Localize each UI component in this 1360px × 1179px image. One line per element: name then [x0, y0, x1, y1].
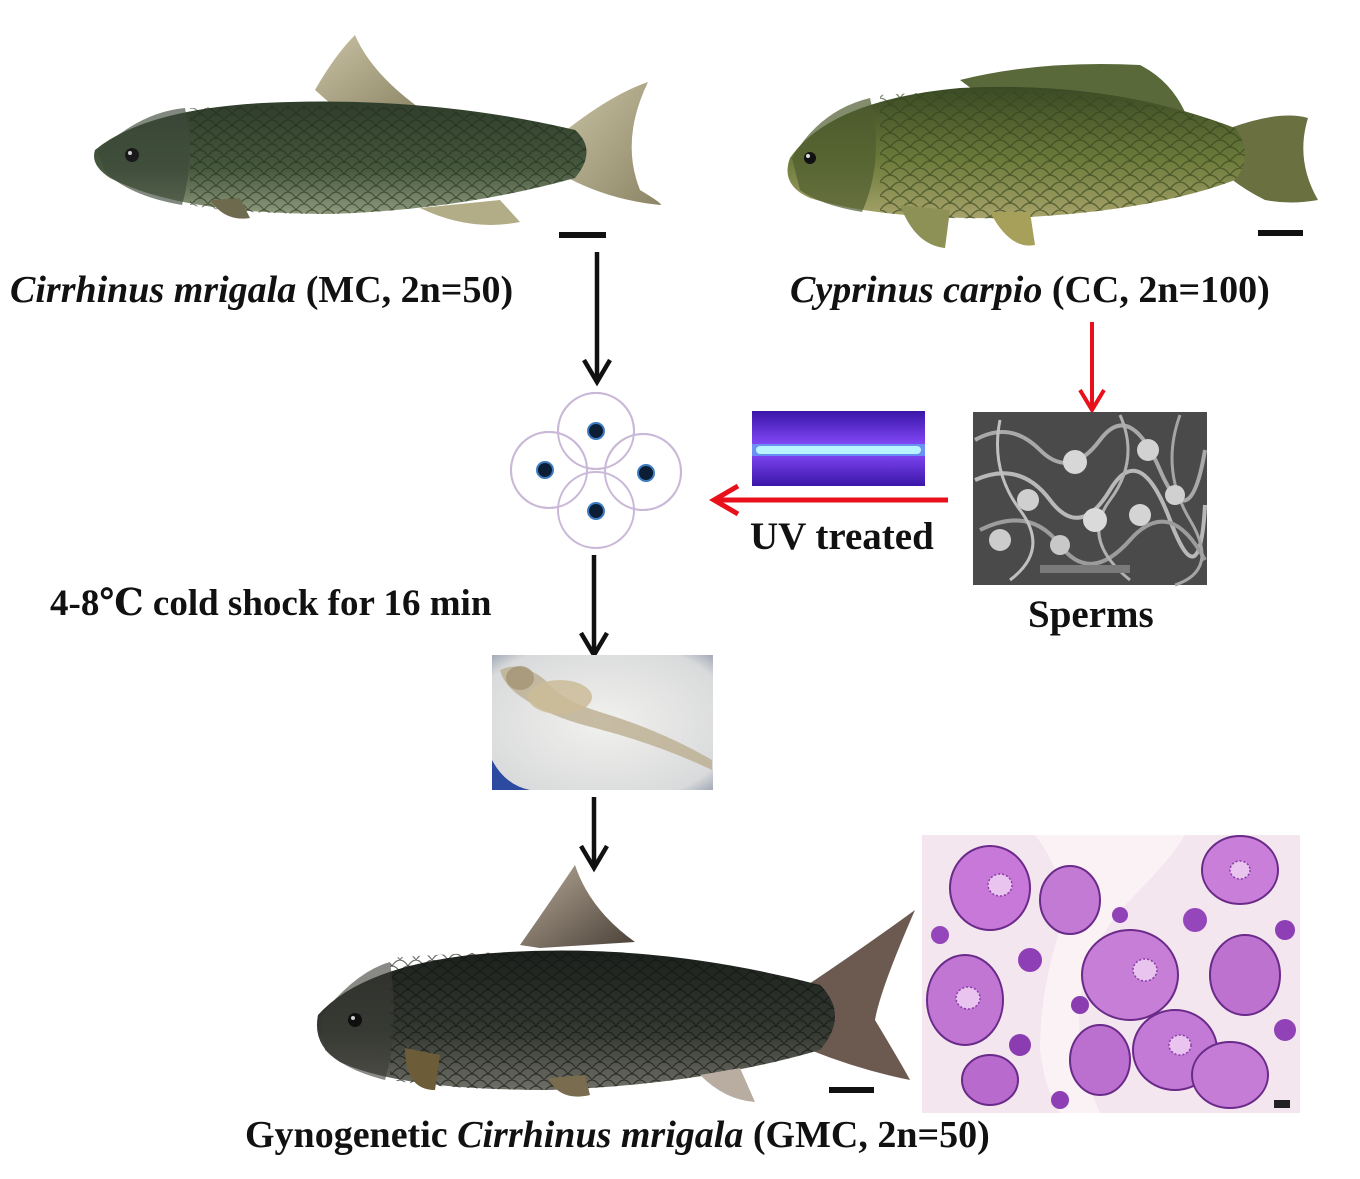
arrow-uv-to-eggs — [709, 483, 948, 517]
arrow-eggs-to-larva — [579, 555, 609, 660]
gmc-fish-photo — [316, 865, 915, 1102]
arrow-larva-to-gmc — [579, 797, 609, 873]
cc-species-name: Cyprinus carpio — [790, 269, 1043, 311]
cc-fish-photo — [787, 64, 1318, 248]
mc-fish-photo — [94, 35, 661, 225]
gmc-caption-info: (GMC, 2n=50) — [743, 1114, 990, 1156]
arrow-cc-to-sperms — [1078, 322, 1106, 414]
mc-caption-info: (MC, 2n=50) — [296, 269, 514, 311]
uv-treated-label: UV treated — [750, 515, 934, 558]
gmc-caption: Gynogenetic Cirrhinus mrigala (GMC, 2n=5… — [245, 1113, 990, 1157]
arrow-mc-to-eggs — [582, 252, 612, 387]
larva-micrograph — [492, 655, 713, 790]
uv-lamp-photo — [752, 411, 925, 486]
cold-shock-label: 4-8℃ cold shock for 16 min — [50, 583, 492, 624]
gmc-caption-prefix: Gynogenetic — [245, 1114, 458, 1156]
ovary-histology-micrograph — [922, 835, 1300, 1113]
sperms-label: Sperms — [1028, 593, 1154, 636]
cc-caption: Cyprinus carpio (CC, 2n=100) — [790, 268, 1270, 312]
sperm-sem-micrograph — [973, 412, 1207, 587]
mc-species-name: Cirrhinus mrigala — [10, 269, 297, 311]
mc-caption: Cirrhinus mrigala (MC, 2n=50) — [10, 268, 513, 312]
cc-caption-info: (CC, 2n=100) — [1042, 269, 1270, 311]
gmc-species-name: Cirrhinus mrigala — [457, 1114, 744, 1156]
egg-cells-icon — [510, 392, 682, 549]
